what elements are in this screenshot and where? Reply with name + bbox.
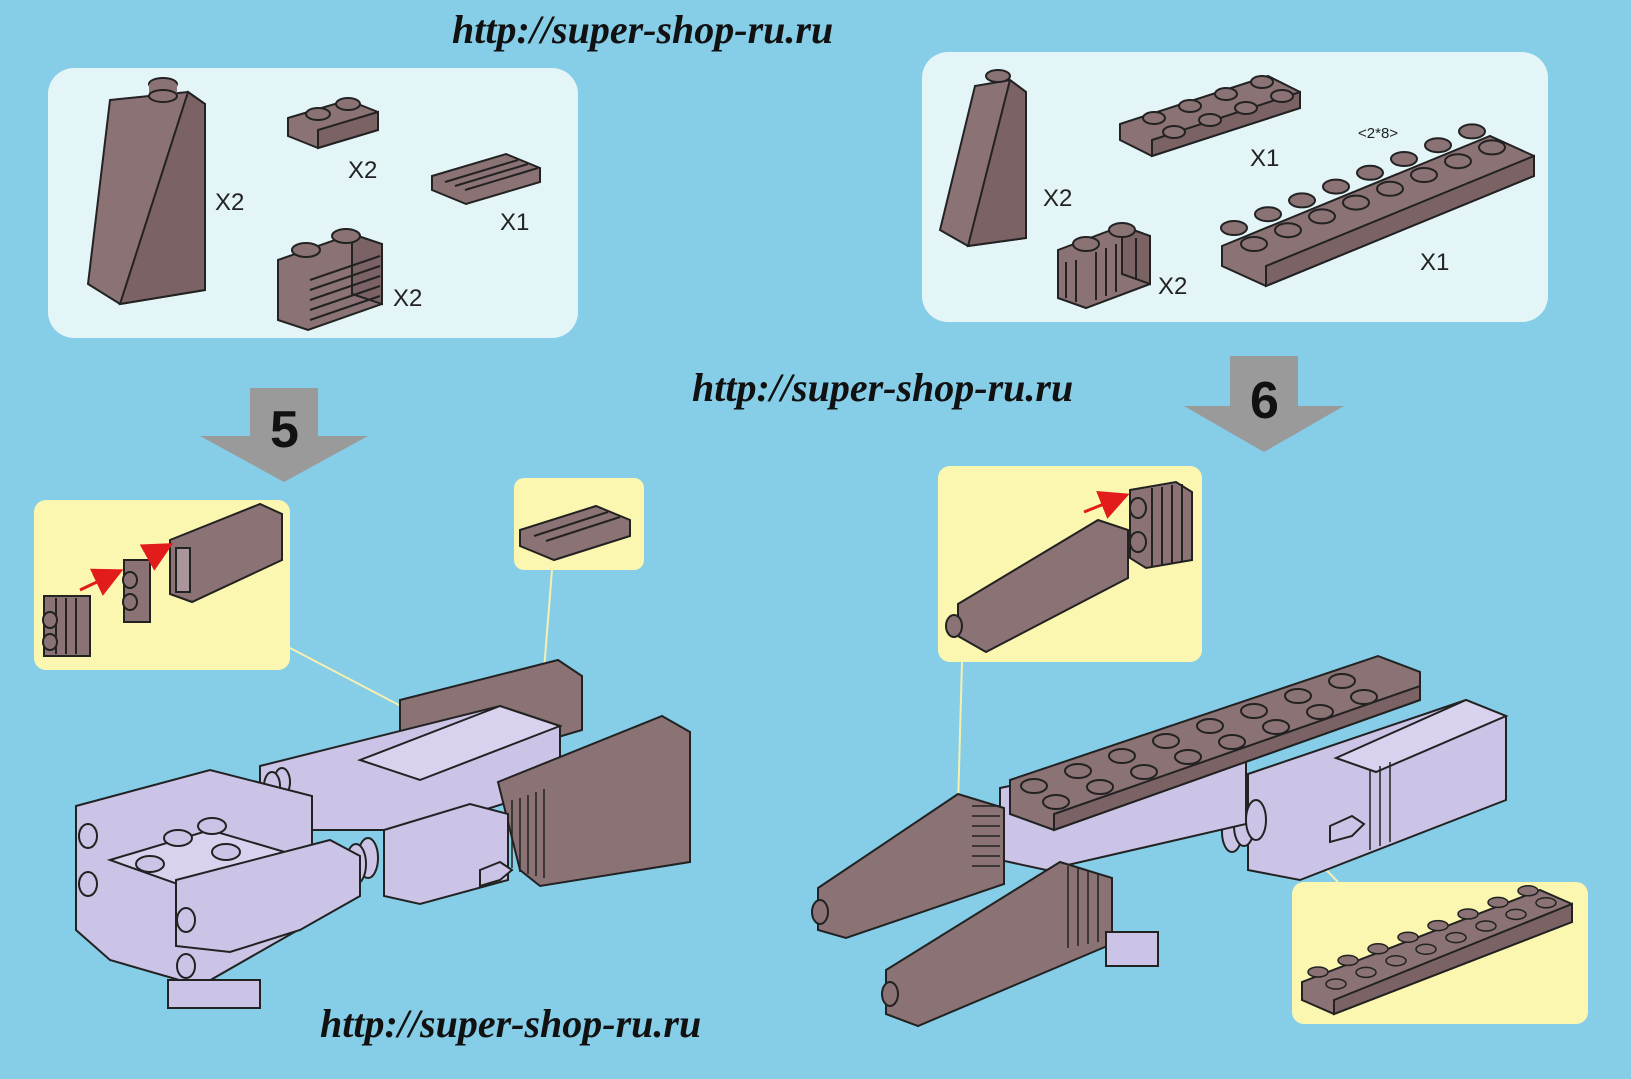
model-plate-studs bbox=[1020, 673, 1378, 810]
qty-tall-slope-left: X2 bbox=[215, 189, 244, 216]
stud-icon bbox=[1254, 206, 1282, 223]
stud-icon bbox=[1288, 192, 1316, 209]
stud-icon bbox=[1355, 966, 1377, 979]
callout-step6-assembly bbox=[938, 466, 1202, 662]
stud-icon bbox=[1240, 703, 1268, 719]
qty-small-plate-left: X2 bbox=[348, 157, 377, 184]
stud-icon bbox=[1424, 137, 1452, 154]
stud-icon bbox=[1020, 778, 1048, 794]
stud-icon bbox=[1445, 931, 1467, 944]
step-6-model bbox=[811, 654, 1509, 1028]
stud-icon bbox=[1376, 180, 1404, 197]
qty-grille-brick-left: X2 bbox=[393, 285, 422, 312]
parts-panel-left: X2 X2 X1 X2 bbox=[48, 68, 578, 338]
stud-icon bbox=[1342, 194, 1370, 211]
stud-icon bbox=[1367, 943, 1389, 955]
tall-slope-brick-icon bbox=[938, 69, 1027, 248]
qty-grille-brick-right: X2 bbox=[1158, 273, 1187, 300]
step-5-arrow: 5 bbox=[200, 388, 368, 482]
callout-step5-assembly bbox=[34, 500, 290, 670]
stud-icon bbox=[1284, 688, 1312, 704]
grille-brick-icon bbox=[277, 228, 383, 332]
step-5-number: 5 bbox=[270, 401, 299, 459]
plate-2x4-icon bbox=[1119, 74, 1301, 158]
grille-tile-icon bbox=[431, 152, 541, 206]
callout-pointer bbox=[957, 661, 963, 807]
stud-icon bbox=[1130, 764, 1158, 780]
qty-grille-tile-left: X1 bbox=[500, 209, 529, 236]
stud-icon bbox=[1458, 123, 1486, 140]
stud-icon bbox=[1307, 966, 1329, 978]
stud-icon bbox=[1306, 704, 1334, 720]
stud-icon bbox=[1487, 896, 1509, 909]
callout-plate-studs bbox=[1307, 885, 1557, 990]
callout-step6-plate bbox=[1292, 882, 1588, 1024]
stud-icon bbox=[1218, 734, 1246, 750]
stud-icon bbox=[1478, 139, 1506, 156]
step-6-arrow: 6 bbox=[1184, 356, 1344, 452]
stud-icon bbox=[1274, 222, 1302, 239]
stud-icon bbox=[1086, 779, 1114, 795]
stud-icon bbox=[1325, 978, 1347, 990]
stud-icon bbox=[1196, 718, 1224, 734]
red-arrow-icon bbox=[139, 543, 174, 571]
watermark-middle: http://super-shop-ru.ru bbox=[692, 365, 1074, 410]
parts-panel-right: X2 X1 <2*8> X1 X2 bbox=[922, 52, 1548, 322]
qty-plate-2x8: X1 bbox=[1420, 249, 1449, 276]
stud-icon bbox=[1328, 673, 1356, 689]
stud-icon bbox=[1475, 920, 1497, 932]
step-6-number: 6 bbox=[1250, 372, 1279, 430]
stud-icon bbox=[1350, 689, 1378, 705]
stud-icon bbox=[1337, 954, 1359, 967]
plate-2x8-icon bbox=[1221, 134, 1535, 288]
stud-icon bbox=[1152, 733, 1180, 749]
plate-size-label: <2*8> bbox=[1358, 125, 1398, 142]
step-5-model bbox=[75, 658, 691, 1009]
small-plate-icon bbox=[287, 97, 379, 150]
stud-icon bbox=[1108, 748, 1136, 764]
callout-pointer bbox=[289, 647, 421, 717]
red-arrow-icon bbox=[1083, 490, 1130, 519]
stud-icon bbox=[1444, 153, 1472, 170]
stud-icon bbox=[1517, 885, 1539, 897]
stud-icon bbox=[1174, 749, 1202, 765]
stud-icon bbox=[1410, 167, 1438, 183]
stud-icon bbox=[1220, 220, 1248, 236]
plate-2x8-studs bbox=[1220, 123, 1506, 252]
stud-icon bbox=[1308, 208, 1336, 225]
stud-icon bbox=[1535, 897, 1557, 909]
stud-icon bbox=[1427, 919, 1449, 932]
grille-brick-icon bbox=[1057, 222, 1151, 310]
stud-icon bbox=[1356, 164, 1384, 181]
watermark-top: http://super-shop-ru.ru bbox=[452, 7, 834, 52]
stud-icon bbox=[1322, 178, 1350, 195]
stud-icon bbox=[1262, 719, 1290, 735]
stud-icon bbox=[1385, 955, 1407, 967]
stud-icon bbox=[1042, 794, 1070, 810]
stud-icon bbox=[1240, 236, 1268, 252]
stud-icon bbox=[1390, 151, 1418, 167]
stud-icon bbox=[1457, 908, 1479, 920]
qty-plate-2x4: X1 bbox=[1250, 145, 1279, 172]
watermark-bottom: http://super-shop-ru.ru bbox=[320, 1001, 702, 1046]
stud-icon bbox=[1397, 931, 1419, 943]
stud-icon bbox=[1064, 763, 1092, 779]
stud-icon bbox=[1415, 943, 1437, 955]
stud-icon bbox=[1505, 908, 1527, 921]
callout-step5-tile bbox=[514, 478, 644, 570]
qty-tall-slope-right: X2 bbox=[1043, 185, 1072, 212]
tall-slope-brick-icon bbox=[86, 77, 206, 306]
red-arrow-icon bbox=[79, 568, 124, 596]
